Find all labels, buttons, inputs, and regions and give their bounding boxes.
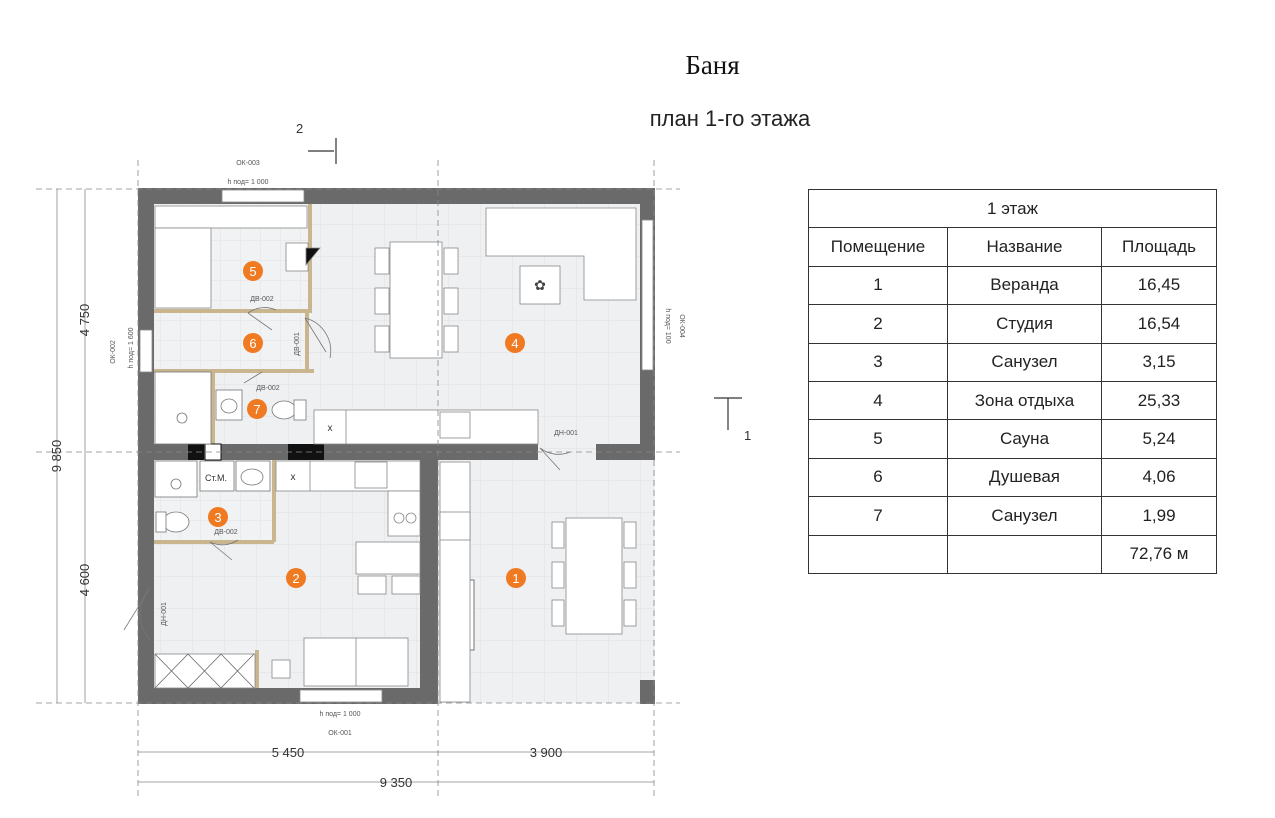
room-name: Санузел: [947, 342, 1102, 382]
svg-text:3: 3: [214, 510, 221, 525]
room-number: 6: [808, 457, 948, 498]
dimension-lines: [36, 160, 680, 800]
total-empty-cell: [947, 534, 1102, 574]
bathroom-3-fixtures: [154, 460, 271, 533]
room-badge-6: 6: [243, 333, 263, 353]
total-area: 72,76 м: [1101, 534, 1217, 574]
door-label-dn001-left: ДН-001: [161, 602, 168, 626]
table-caption: 1 этаж: [808, 188, 1217, 229]
window-label-ok004: ОК-004: [678, 314, 685, 338]
window-height-ok002: h под= 1 600: [128, 327, 135, 368]
room-badge-3: 3: [208, 507, 228, 527]
total-empty-cell: [808, 534, 948, 574]
plan-subtitle: план 1-го этажа: [649, 106, 811, 131]
section-label-right: 1: [744, 428, 751, 443]
door-label-dv001: ДВ-001: [294, 332, 301, 356]
svg-text:6: 6: [249, 336, 256, 351]
room-badge-5: 5: [243, 261, 263, 281]
table-total-row: 72,76 м: [808, 534, 1217, 574]
room-name: Студия: [947, 304, 1102, 344]
windows: [139, 189, 654, 703]
table-header-row: Помещение Название Площадь: [808, 227, 1217, 267]
dim-bottom-left: 5 450: [272, 745, 305, 760]
dim-bottom-right: 3 900: [530, 745, 563, 760]
header-room-number: Помещение: [808, 227, 948, 267]
veranda-furniture: [439, 461, 637, 703]
svg-text:2: 2: [292, 571, 299, 586]
door-label-dv002-top: ДВ-002: [250, 296, 274, 303]
door-swings: [123, 307, 571, 641]
room-area: 16,54: [1101, 304, 1217, 344]
room-area: 3,15: [1101, 342, 1217, 382]
room-number: 4: [808, 380, 948, 421]
table-row: 7 Санузел 1,99: [808, 496, 1217, 536]
kitchen-counter-upper: [313, 409, 539, 445]
window-height-ok001: h под= 1 000: [319, 711, 360, 718]
room-name: Зона отдыха: [947, 380, 1102, 421]
door-label-dv002-mid: ДВ-002: [256, 385, 280, 392]
plan-title: Баня: [685, 50, 740, 80]
dim-bottom-total: 9 350: [380, 775, 413, 790]
room-badge-7: 7: [247, 399, 267, 419]
washing-machine-label: Ст.М.: [205, 473, 227, 483]
section-mark-top: 2: [296, 121, 337, 164]
window-label-ok002: ОК-002: [110, 340, 117, 364]
svg-text:7: 7: [253, 402, 260, 417]
section-label-top: 2: [296, 121, 303, 136]
room-badge-2: 2: [286, 568, 306, 588]
room-area-table: 1 этаж Помещение Название Площадь 1 Вера…: [808, 188, 1217, 574]
door-label-dv002-low: ДВ-002: [214, 529, 238, 536]
window-height-ok003: h под= 1 000: [227, 179, 268, 186]
svg-text:5: 5: [249, 264, 256, 279]
room-name: Веранда: [947, 265, 1102, 306]
room-area: 1,99: [1101, 496, 1217, 536]
window-label-ok001: ОК-001: [328, 730, 352, 737]
room-number: 2: [808, 304, 948, 344]
room-area: 25,33: [1101, 380, 1217, 421]
room-number: 1: [808, 265, 948, 306]
kitchen-counter-lower: [275, 460, 421, 595]
appliance-mark-upper: x: [328, 423, 333, 434]
table-row: 6 Душевая 4,06: [808, 457, 1217, 498]
window-label-ok003: ОК-003: [236, 160, 260, 167]
appliance-mark-lower: x: [291, 472, 296, 483]
floor-plan-drawing: ✿: [36, 121, 751, 800]
table-row: 2 Студия 16,54: [808, 304, 1217, 344]
studio-furniture: [154, 637, 409, 689]
section-mark-right: 1: [714, 397, 751, 443]
header-room-name: Название: [947, 227, 1102, 267]
bathroom-7-fixtures: [154, 371, 307, 445]
svg-text:✿: ✿: [534, 277, 546, 293]
table-row: 3 Санузел 3,15: [808, 342, 1217, 382]
room-badge-4: 4: [505, 333, 525, 353]
room-name: Санузел: [947, 496, 1102, 536]
room-name: Душевая: [947, 457, 1102, 498]
corner-sofa: ✿: [485, 207, 637, 305]
room-badge-1: 1: [506, 568, 526, 588]
room-area: 5,24: [1101, 419, 1217, 459]
room-area: 4,06: [1101, 457, 1217, 498]
room-area: 16,45: [1101, 265, 1217, 306]
room-name: Сауна: [947, 419, 1102, 459]
svg-text:1: 1: [512, 571, 519, 586]
room-number: 7: [808, 496, 948, 536]
table-caption-row: 1 этаж: [808, 188, 1217, 229]
sauna-benches: [154, 205, 321, 309]
table-row: 4 Зона отдыха 25,33: [808, 380, 1217, 421]
dim-left-total: 9 850: [49, 440, 64, 473]
dim-left-lower: 4 600: [77, 564, 92, 597]
room-number: 5: [808, 419, 948, 459]
svg-text:4: 4: [511, 336, 518, 351]
table-row: 5 Сауна 5,24: [808, 419, 1217, 459]
room-number: 3: [808, 342, 948, 382]
header-room-area: Площадь: [1101, 227, 1217, 267]
window-height-ok004: h под= 100: [664, 308, 671, 343]
door-label-dn001-right: ДН-001: [554, 430, 578, 437]
table-row: 1 Веранда 16,45: [808, 265, 1217, 306]
dim-left-upper: 4 750: [77, 304, 92, 337]
dining-table-top: [374, 241, 459, 359]
